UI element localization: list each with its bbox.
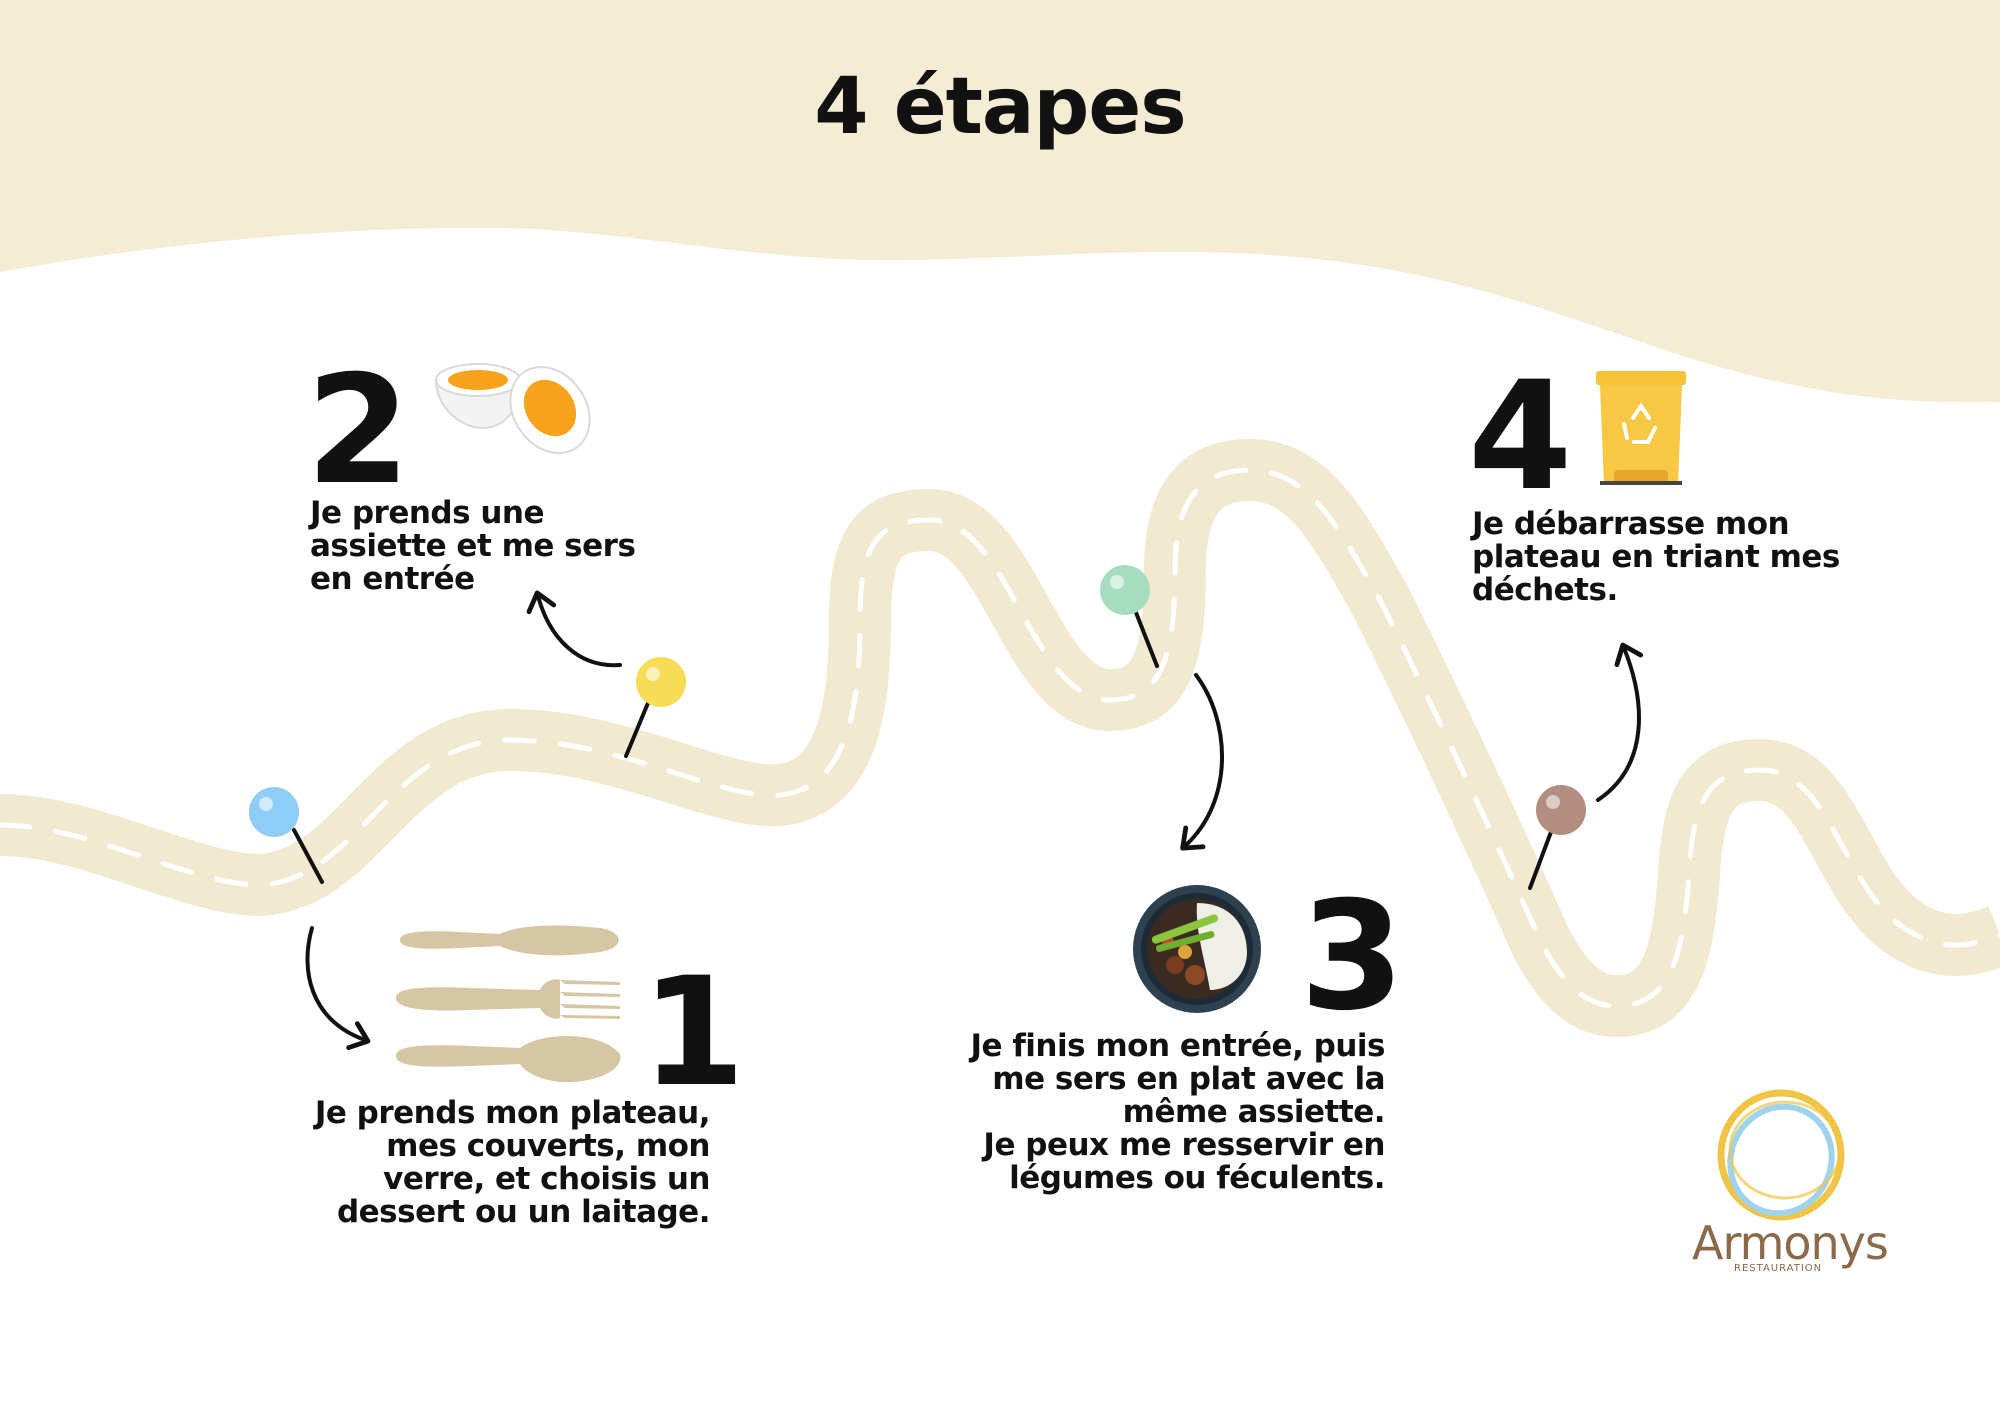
winding-road bbox=[0, 439, 2000, 1038]
logo-subtitle: RESTAURATION bbox=[1734, 1263, 1823, 1274]
header-banner bbox=[0, 0, 2000, 403]
recycling-bin-icon bbox=[1596, 371, 1686, 485]
pin-step-1 bbox=[249, 787, 324, 884]
step-3-text: Je finis mon entrée, puis me sers en pla… bbox=[970, 1028, 1385, 1196]
armonys-logo-rings bbox=[1717, 1089, 1845, 1221]
arrow-to-step-4 bbox=[1596, 642, 1644, 802]
step-2-text: Je prends une assiette et me sers en ent… bbox=[310, 495, 636, 597]
pin-step-3 bbox=[1100, 565, 1159, 668]
page-title: 4 étapes bbox=[814, 62, 1186, 152]
step-4-number: 4 bbox=[1468, 350, 1573, 524]
cutlery-icon bbox=[396, 925, 621, 1083]
step-4-text: Je débarrasse mon plateau en triant mes … bbox=[1472, 506, 1840, 608]
pin-step-4 bbox=[1528, 785, 1586, 890]
logo-wordmark: Armonys bbox=[1692, 1216, 1889, 1270]
plate-of-food-icon bbox=[1133, 885, 1261, 1013]
arrow-to-step-3 bbox=[1180, 673, 1225, 851]
step-3-number: 3 bbox=[1300, 870, 1405, 1044]
step-1-number: 1 bbox=[641, 946, 746, 1120]
arrow-to-step-1 bbox=[305, 926, 371, 1051]
arrow-to-step-2 bbox=[526, 590, 622, 668]
boiled-egg-icon bbox=[434, 363, 591, 454]
step-1-text: Je prends mon plateau, mes couverts, mon… bbox=[314, 1095, 711, 1230]
step-2-number: 2 bbox=[306, 344, 411, 518]
pin-step-2 bbox=[624, 657, 686, 758]
